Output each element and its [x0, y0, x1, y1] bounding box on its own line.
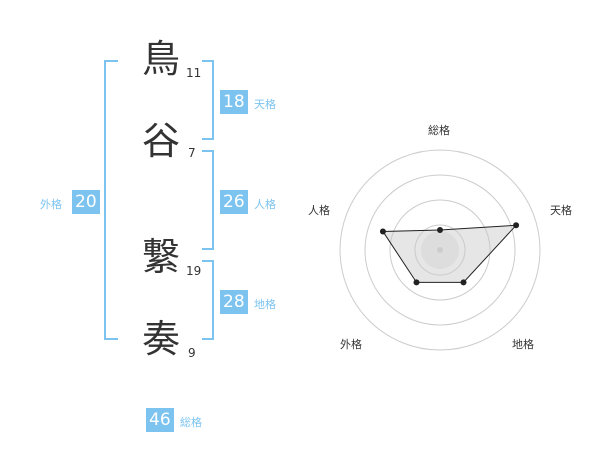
radar-chart [339, 149, 541, 351]
jinkaku-bracket [202, 150, 214, 250]
jinkaku-label: 人格 [254, 198, 276, 211]
radar-ring-3 [364, 174, 516, 326]
name-char-2: 谷 [142, 119, 181, 163]
stroke-count-4: 9 [188, 346, 196, 360]
radar-ring-2 [389, 199, 491, 301]
radar-point-4 [379, 228, 386, 235]
soukaku-value: 46 [146, 408, 174, 432]
stroke-count-2: 7 [188, 146, 196, 160]
soukaku-label: 総格 [180, 416, 202, 429]
gaikaku-label: 外格 [40, 198, 62, 211]
radar-ring-1 [414, 224, 466, 276]
stroke-count-1: 11 [186, 66, 202, 80]
radar-axis-label-gaikaku: 外格 [340, 338, 362, 351]
radar-polygon [382, 224, 518, 283]
radar-point-3 [413, 279, 420, 286]
radar-point-2 [460, 279, 467, 286]
stroke-count-3: 19 [186, 264, 202, 278]
chikaku-bracket [202, 260, 214, 340]
chikaku-label: 地格 [254, 298, 276, 311]
radar-axis-label-chikaku: 地格 [512, 338, 534, 351]
name-char-3: 繋 [142, 235, 181, 279]
radar-axis-label-jinkaku: 人格 [308, 204, 330, 217]
tenkaku-bracket [202, 60, 214, 140]
radar-point-0 [437, 227, 443, 233]
radar-center-dot [437, 247, 443, 253]
name-char-4: 奏 [142, 317, 181, 361]
chikaku-value: 28 [220, 290, 248, 314]
tenkaku-value: 18 [220, 90, 248, 114]
radar-point-1 [513, 222, 520, 229]
radar-ring-4 [339, 149, 541, 351]
gaikaku-value: 20 [72, 190, 100, 214]
radar-axis-label-tenkaku: 天格 [550, 204, 572, 217]
gaikaku-bracket [104, 60, 118, 340]
tenkaku-label: 天格 [254, 98, 276, 111]
jinkaku-value: 26 [220, 190, 248, 214]
radar-axis-label-soukaku: 総格 [428, 124, 450, 137]
name-char-1: 鳥 [142, 37, 181, 81]
